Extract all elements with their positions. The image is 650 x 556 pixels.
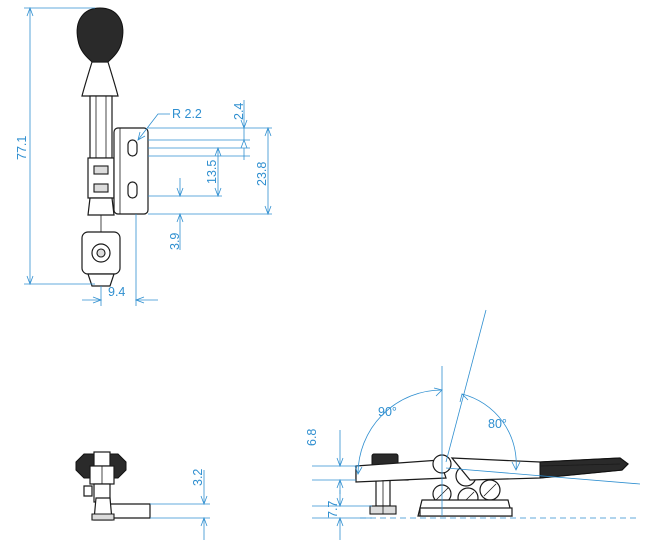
lower-slot [127,181,138,199]
end-view-dimensions: 3.2 [150,469,210,540]
dim-overall-height: 77.1 [15,136,29,160]
dim-bracket-depth: 9.4 [108,285,125,299]
dim-radius: R 2.2 [172,107,202,121]
dim-foot-height: 3.2 [191,469,205,486]
dim-handle-angle: 80° [488,417,507,431]
dim-top-offset: 2.4 [232,103,246,120]
dim-upper-height: 6.8 [305,429,319,446]
handle-knob [76,7,124,63]
dim-bracket-height: 23.8 [255,162,269,186]
front-view-dimensions: 77.1 R 2.2 2.4 13.5 23.8 3.9 [15,6,272,306]
dim-open-angle: 90° [378,405,397,419]
mounting-bracket [113,127,149,215]
dim-bottom-offset: 3.9 [168,233,182,250]
side-view [355,309,641,519]
upper-slot [127,139,138,157]
handle-shaft [89,95,113,159]
side-view-dimensions: 90° 80° 6.8 7.7 [305,387,521,540]
dim-base-height: 7.7 [326,501,340,518]
front-view [76,7,149,287]
clamp-arm [355,459,447,483]
end-view [75,451,151,521]
dim-slot-spacing: 13.5 [205,160,219,184]
